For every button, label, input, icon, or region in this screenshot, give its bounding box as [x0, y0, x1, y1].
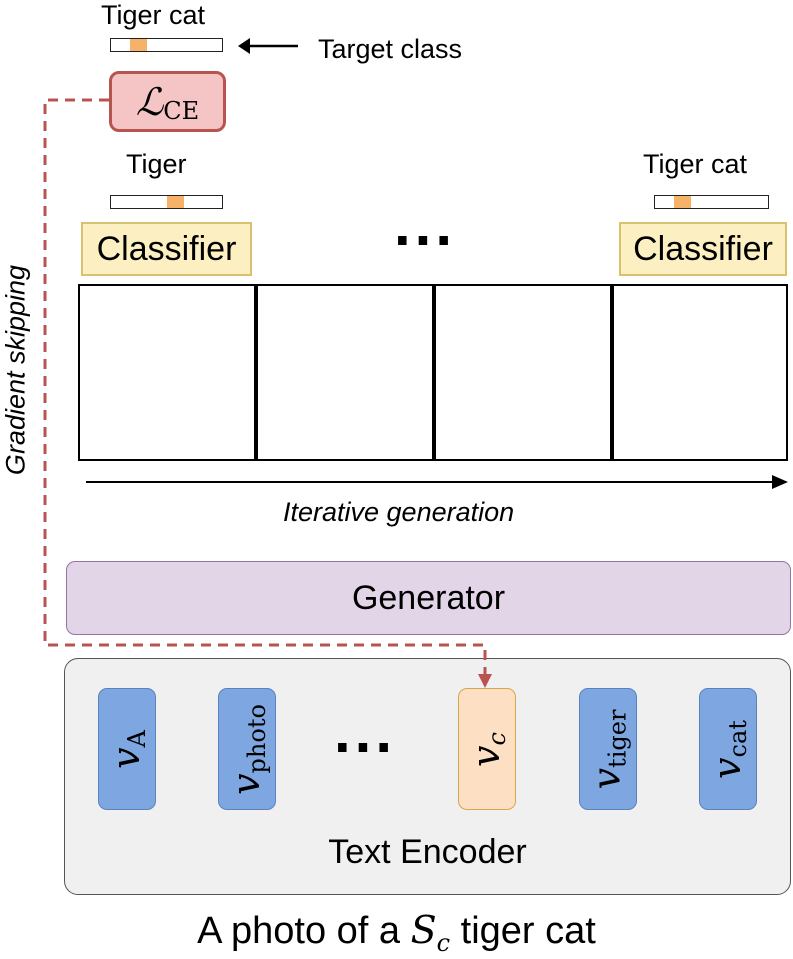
caption-symbol: S: [410, 908, 437, 952]
generated-frame-3: [434, 284, 612, 461]
classifier-2-bar: [654, 195, 769, 209]
target-class-bar-fill: [130, 39, 147, 51]
token-c: vc: [458, 688, 516, 810]
caption-suffix: tiger cat: [450, 910, 596, 952]
classifier-1-bar: [110, 195, 223, 209]
caption-prefix: A photo of a: [197, 910, 411, 952]
target-arrow: [238, 38, 298, 54]
iteration-arrow: [86, 475, 788, 489]
target-class-name: Tiger cat: [101, 0, 206, 30]
target-class-bar: [110, 38, 223, 52]
classifier-2-prediction: Tiger cat: [643, 149, 748, 179]
generated-frame-4: [612, 284, 788, 461]
classifier-ellipsis: ...: [394, 191, 457, 258]
text-encoder-box: [64, 658, 791, 895]
generator-box: Generator: [66, 561, 791, 635]
loss-symbol: ℒ: [135, 79, 164, 124]
prompt-caption: A photo of a Sc tiger cat: [0, 908, 793, 957]
classifier-1-prediction: Tiger: [126, 149, 187, 179]
text-encoder-label: Text Encoder: [328, 833, 527, 871]
target-class-label: Target class: [318, 34, 463, 64]
classifier-1-bar-fill: [167, 196, 184, 208]
classifier-2-box: Classifier: [619, 222, 787, 276]
loss-subscript: CE: [163, 96, 200, 125]
token-ellipsis: ...: [334, 698, 397, 765]
token-tiger: vtiger: [579, 688, 637, 810]
cross-entropy-loss-box: ℒ CE: [109, 71, 226, 132]
generated-frame-1: [78, 284, 256, 461]
classifier-2-bar-fill: [674, 196, 691, 208]
iteration-label: Iterative generation: [283, 497, 515, 527]
token-photo: vphoto: [218, 688, 276, 810]
generated-frame-2: [256, 284, 434, 461]
token-a: vA: [98, 688, 156, 810]
caption-subscript: c: [436, 929, 451, 957]
token-cat: vcat: [699, 688, 757, 810]
classifier-1-box: Classifier: [81, 222, 252, 276]
